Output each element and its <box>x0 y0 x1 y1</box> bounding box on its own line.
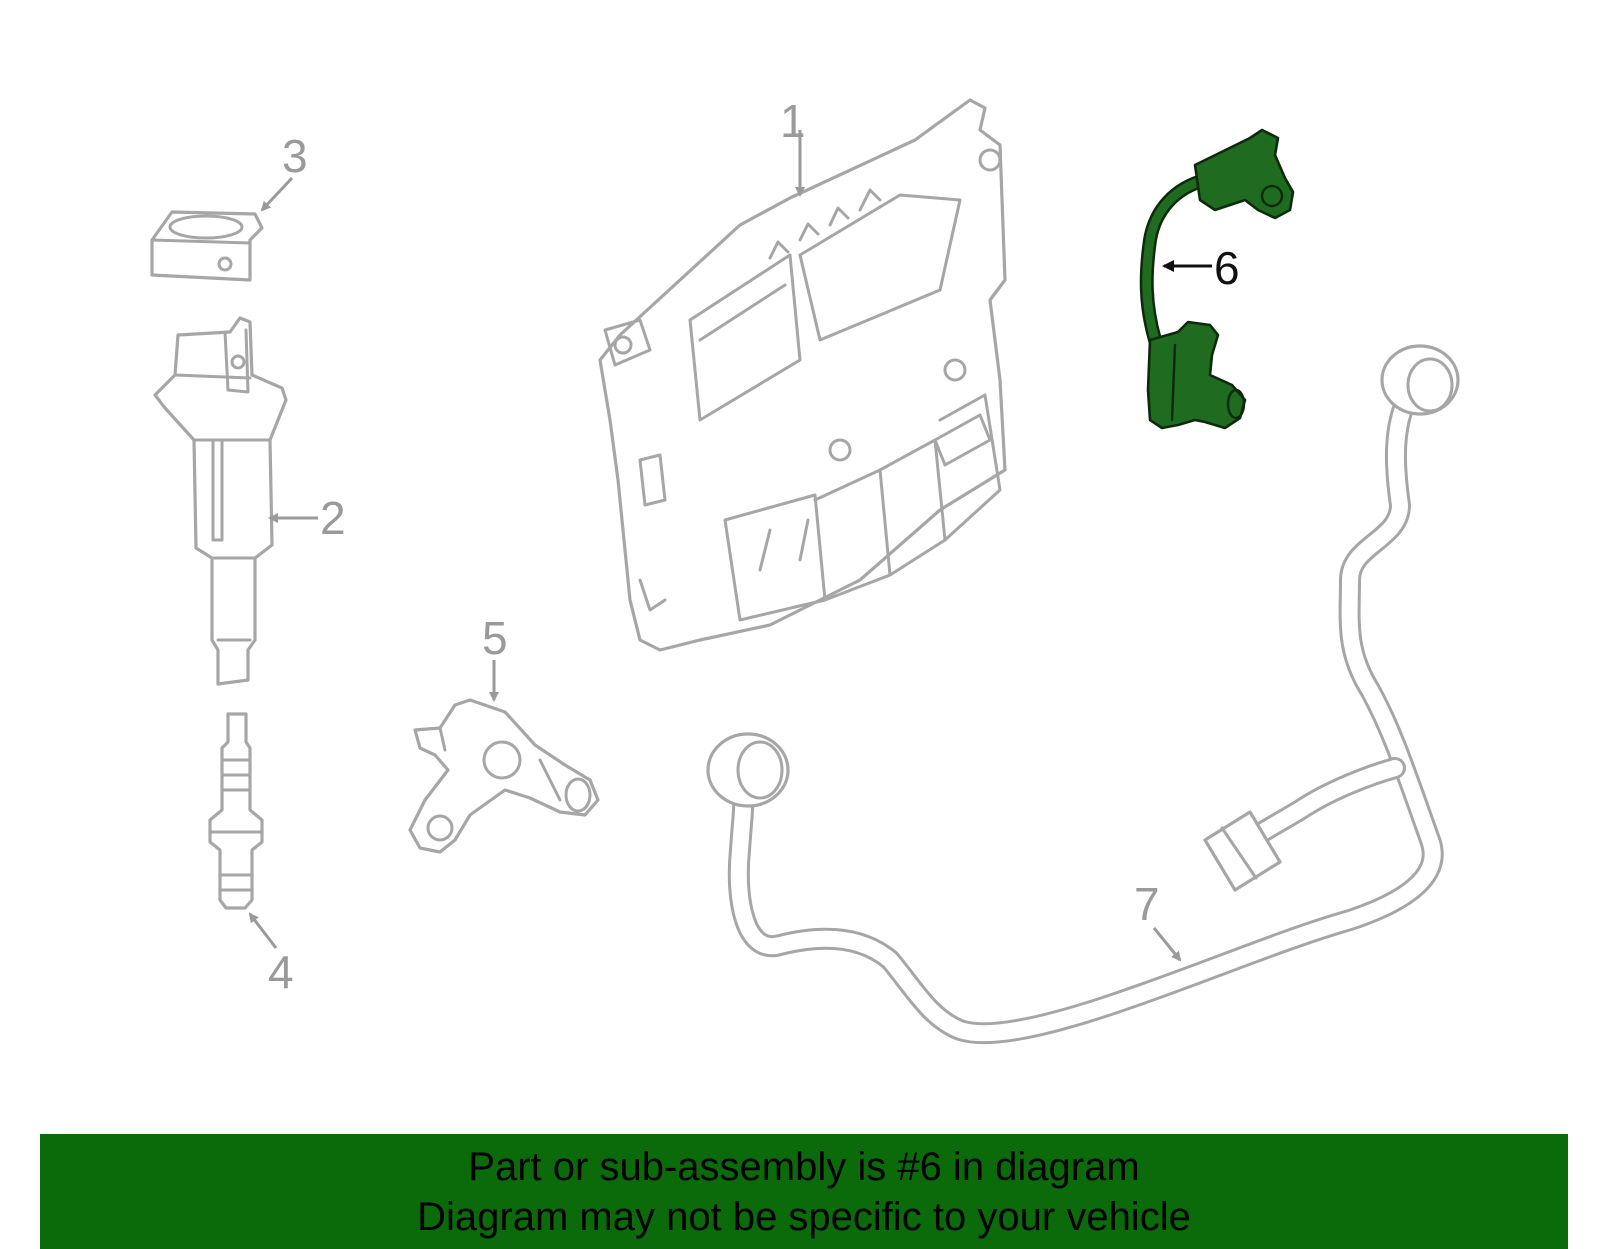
callout-4-label: 4 <box>268 946 294 998</box>
part-6-sensor-lead-highlighted <box>1139 128 1295 430</box>
callout-2-label: 2 <box>320 492 346 544</box>
callout-5-label: 5 <box>482 612 508 664</box>
callout-1-label: 1 <box>780 95 806 147</box>
part-4-spark-plug <box>208 712 264 910</box>
part-3-bracket <box>150 210 264 282</box>
banner-line-1: Part or sub-assembly is #6 in diagram <box>468 1145 1140 1189</box>
part-7-wiring-harness <box>706 344 1460 1045</box>
part-5-position-sensor <box>408 698 600 854</box>
part-2-ignition-coil <box>153 316 288 686</box>
callout-3-label: 3 <box>282 130 308 182</box>
callout-7-label: 7 <box>1134 878 1160 930</box>
part-1-engine-control-module <box>598 98 1007 652</box>
callout-6-label: 6 <box>1214 242 1240 294</box>
info-banner: Part or sub-assembly is #6 in diagram Di… <box>40 1134 1568 1249</box>
banner-line-2: Diagram may not be specific to your vehi… <box>417 1195 1191 1239</box>
